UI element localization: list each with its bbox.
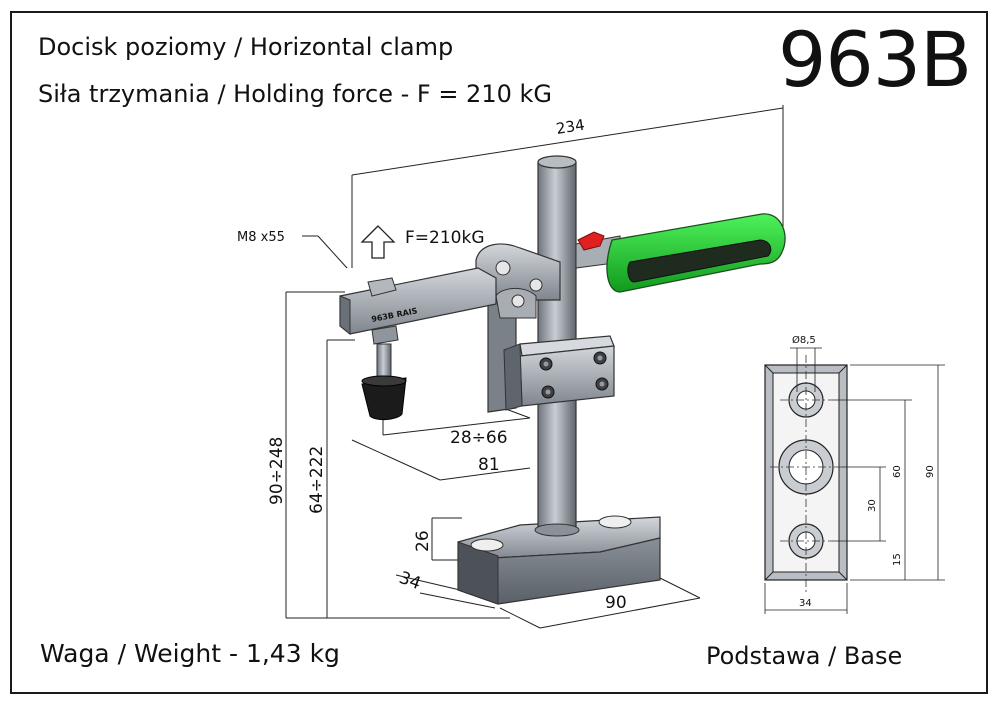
dim-height-total: 90÷248 <box>267 437 287 505</box>
weight-text: Waga / Weight - 1,43 kg <box>40 639 340 668</box>
dim-height-spindle: 64÷222 <box>307 446 327 514</box>
base-dim-34: 34 <box>799 598 812 609</box>
base-dim-30: 30 <box>867 499 878 512</box>
base-top-view: Ø8,5 90 60 30 15 34 <box>764 334 945 614</box>
dim-reach-range: 28÷66 <box>450 428 508 448</box>
trigger-red-icon <box>577 231 605 251</box>
dim-base-width: 34 <box>396 568 423 594</box>
force-label: F=210kG <box>405 228 485 248</box>
model-number: 963B <box>778 15 972 104</box>
clamp-base <box>457 515 661 605</box>
force-arrow-icon <box>360 225 396 259</box>
dim-base-length: 90 <box>605 593 627 613</box>
drawing-frame <box>10 11 988 694</box>
dimension-lines <box>285 105 784 629</box>
base-dim-90: 90 <box>925 465 936 478</box>
dim-length-total: 234 <box>555 116 586 138</box>
bolt-label: M8 x55 <box>237 230 285 245</box>
base-label: Podstawa / Base <box>706 642 903 670</box>
page-title: Docisk poziomy / Horizontal clamp <box>38 33 454 61</box>
base-dim-15: 15 <box>892 553 903 566</box>
dim-base-height: 26 <box>413 530 433 552</box>
base-dim-60: 60 <box>892 465 903 478</box>
holding-force-text: Siła trzymania / Holding force - F = 210… <box>38 80 552 108</box>
dim-reach: 81 <box>478 455 500 475</box>
clamp-mechanism: 963B RAIS <box>339 213 786 421</box>
base-hole-dia: Ø8,5 <box>792 334 816 346</box>
